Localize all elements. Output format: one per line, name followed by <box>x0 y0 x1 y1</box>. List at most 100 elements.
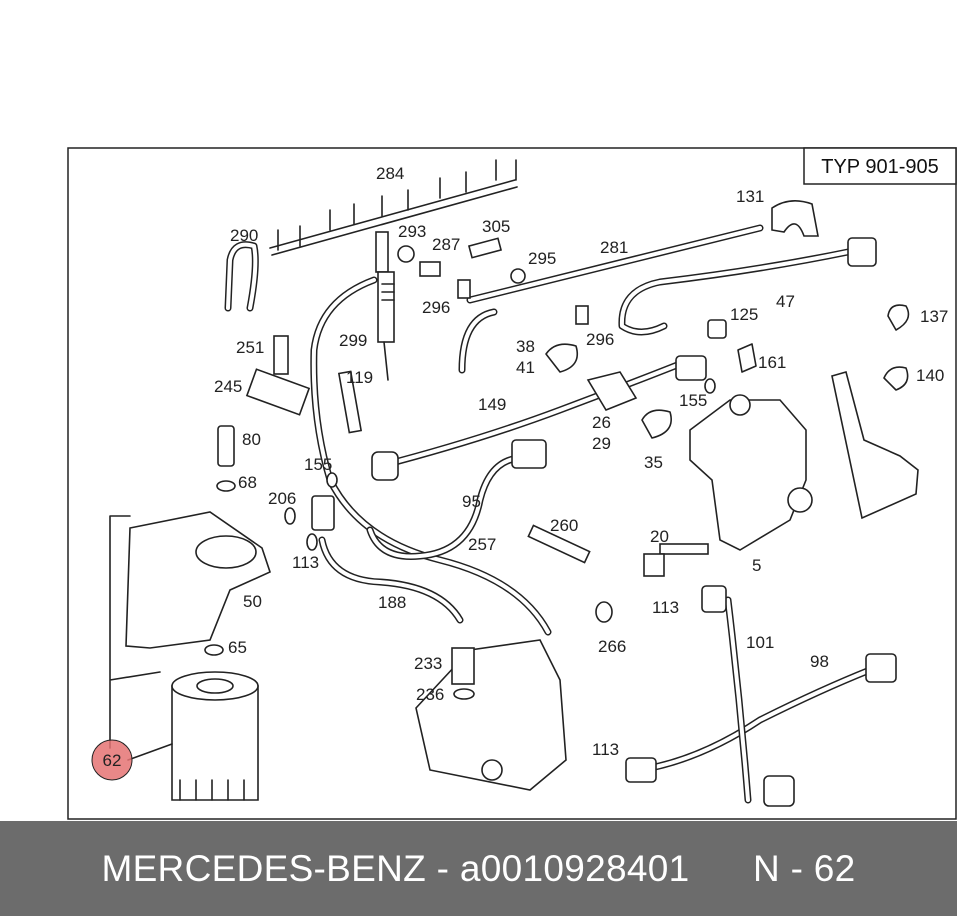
callout-260: 260 <box>550 516 578 535</box>
callout-26: 26 <box>592 413 611 432</box>
callout-29: 29 <box>592 434 611 453</box>
hose-119 <box>337 370 363 434</box>
washer-295 <box>510 268 526 284</box>
callout-137: 137 <box>920 307 948 326</box>
callout-155b: 155 <box>304 455 332 474</box>
callout-236: 236 <box>416 685 444 704</box>
separator: - <box>426 847 460 889</box>
footer-caption: MERCEDES-BENZ - a0010928401 N - 62 <box>101 848 855 890</box>
highlight-marker[interactable] <box>91 739 133 781</box>
seal-ring-266 <box>595 601 613 623</box>
callout-80: 80 <box>242 430 261 449</box>
callout-281: 281 <box>600 238 628 257</box>
callout-35: 35 <box>644 453 663 472</box>
callout-125: 125 <box>730 305 758 324</box>
type-box: TYP 901-905 <box>803 147 957 185</box>
position-number: N - 62 <box>752 847 856 889</box>
bracket <box>831 371 919 520</box>
callout-113b: 113 <box>652 598 679 617</box>
diagram-frame <box>67 147 957 820</box>
seal-ring-65 <box>204 644 224 656</box>
bolt-head-20 <box>643 553 665 577</box>
clip-161 <box>737 343 757 373</box>
seal-ring-155a <box>326 472 338 488</box>
callout-149: 149 <box>478 395 506 414</box>
seal-ring-206 <box>284 507 296 525</box>
brand-name: MERCEDES-BENZ <box>101 847 427 889</box>
bolt-296b <box>575 305 589 325</box>
injection-line-rail <box>269 159 518 256</box>
temp-sensor-260 <box>527 524 591 564</box>
callout-98: 98 <box>810 652 829 671</box>
fitting-206 <box>311 495 335 531</box>
callout-287: 287 <box>432 235 460 254</box>
sensor-155 <box>675 355 707 381</box>
callout-290: 290 <box>230 226 258 245</box>
clamp-38 <box>545 343 579 373</box>
seal-ring-155b <box>704 378 716 394</box>
callout-95: 95 <box>462 492 481 511</box>
callout-296b: 296 <box>586 330 614 349</box>
bolt-296a <box>457 279 471 299</box>
callout-68: 68 <box>238 473 257 492</box>
clamp-137 <box>887 304 910 331</box>
callout-296a: 296 <box>422 298 450 317</box>
injection-pump <box>415 639 567 791</box>
sensor-113c <box>625 757 657 783</box>
callout-140: 140 <box>916 366 944 385</box>
bolt-251 <box>273 335 289 375</box>
washer-293 <box>397 245 415 263</box>
callout-101: 101 <box>746 633 774 652</box>
spacer <box>690 848 753 889</box>
fuel-filter <box>171 671 259 801</box>
callout-113a: 113 <box>292 553 319 572</box>
filter-leader <box>109 515 173 761</box>
footer-bar: MERCEDES-BENZ - a0010928401 N - 62 <box>0 821 957 916</box>
filter-bracket <box>125 511 271 649</box>
callout-131: 131 <box>736 187 764 206</box>
pump-housing <box>689 394 813 551</box>
callout-155a: 155 <box>679 391 707 410</box>
clip-131 <box>771 200 819 237</box>
part-number: a0010928401 <box>459 847 690 889</box>
callout-113c: 113 <box>592 740 619 759</box>
valve-287 <box>419 261 441 277</box>
injector <box>375 231 395 381</box>
callout-labels: 284 290 293 287 305 295 281 131 296 47 1… <box>214 164 948 759</box>
sensor-125 <box>707 319 727 339</box>
clamp-140 <box>883 366 909 391</box>
callout-284: 284 <box>376 164 404 183</box>
type-label: TYP 901-905 <box>821 156 939 178</box>
callout-20: 20 <box>650 527 669 546</box>
callout-305: 305 <box>482 217 510 236</box>
callout-188: 188 <box>378 593 406 612</box>
callout-5: 5 <box>752 556 761 575</box>
clamp-35 <box>641 409 672 439</box>
callout-266: 266 <box>598 637 626 656</box>
callout-47: 47 <box>776 292 795 311</box>
callout-293: 293 <box>398 222 426 241</box>
banjo-bolt-80 <box>217 425 235 467</box>
callout-38: 38 <box>516 337 535 356</box>
callout-50: 50 <box>243 592 262 611</box>
hose-26 <box>586 371 638 411</box>
seal-ring-113a <box>306 533 318 551</box>
sensor-113b <box>701 585 727 613</box>
callout-245: 245 <box>214 377 242 396</box>
bolt-20 <box>659 543 709 555</box>
callout-251: 251 <box>236 338 264 357</box>
bracket-245 <box>245 368 311 416</box>
highlight-label: 62 <box>103 751 122 770</box>
callout-119: 119 <box>346 368 373 387</box>
sleeve-305 <box>467 237 503 259</box>
callout-65: 65 <box>228 638 247 657</box>
callout-295: 295 <box>528 249 556 268</box>
seal-ring-68 <box>216 480 236 492</box>
callout-257: 257 <box>468 535 496 554</box>
callout-233: 233 <box>414 654 442 673</box>
callout-161: 161 <box>758 353 786 372</box>
callout-206: 206 <box>268 489 296 508</box>
parts-diagram: TYP 901-905 <box>67 147 957 820</box>
callout-41: 41 <box>516 358 535 377</box>
callout-299: 299 <box>339 331 367 350</box>
